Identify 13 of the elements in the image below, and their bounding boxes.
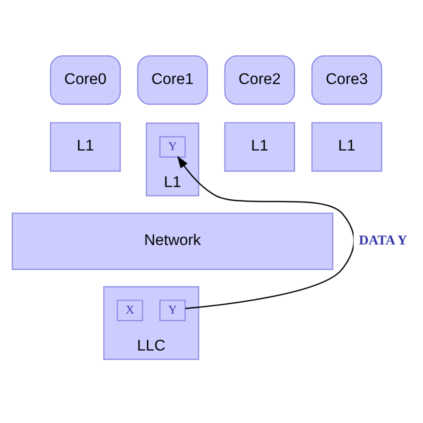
node-box: X — [116, 300, 143, 322]
node-box: L1 — [50, 122, 121, 172]
edge-label: DATA Y — [358, 232, 408, 248]
node-box: Y — [159, 300, 186, 322]
node-box: L1 — [224, 122, 295, 172]
node-box: Network — [12, 212, 334, 270]
node-box: L1 — [311, 122, 382, 172]
node-box: Y — [159, 136, 186, 158]
node-box: Core1 — [137, 55, 208, 105]
node-box: Core0 — [50, 55, 121, 105]
node-box: Core2 — [224, 55, 295, 105]
node-box: Core3 — [311, 55, 382, 105]
arrow — [177, 156, 354, 310]
